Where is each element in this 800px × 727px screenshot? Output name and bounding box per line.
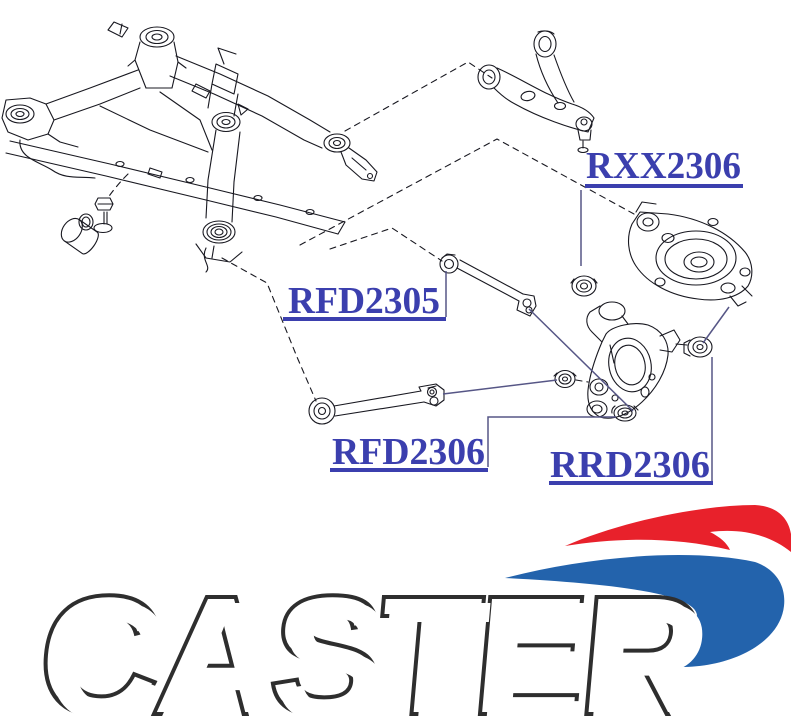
rear-subframe-drawing	[1, 21, 378, 273]
exploded-view-dashed-lines	[106, 61, 635, 402]
part-labels: RXX2306 RFD2305 RFD2306 RRD2306	[283, 145, 743, 486]
caster-logo: CASTER CASTER	[0, 500, 800, 727]
part-link-rfd2305[interactable]: RFD2305	[288, 280, 440, 322]
suspension-exploded-diagram: RXX2306 RFD2305 RFD2306 RRD2306	[1, 21, 753, 486]
label-leader-lines	[442, 190, 730, 481]
bolt-assembly-drawing	[60, 197, 114, 255]
part-link-rxx2306[interactable]: RXX2306	[586, 145, 741, 187]
logo-swoosh-blue	[505, 555, 785, 667]
bushing-bottom-drawing	[611, 404, 639, 422]
logo-wordmark: CASTER CASTER	[29, 500, 800, 727]
lateral-rod-lower-drawing	[308, 383, 445, 425]
logo-swoosh	[505, 505, 791, 667]
lower-control-arm-drawing	[627, 201, 753, 307]
logo-swoosh-red	[565, 505, 791, 552]
part-link-rrd2306[interactable]: RRD2306	[550, 444, 710, 486]
bushing-rrd2306-drawing	[683, 336, 713, 358]
knuckle-drawing	[586, 301, 688, 419]
logo-wordmark-fill: CASTER	[37, 567, 711, 727]
bushing-mid-drawing	[553, 369, 589, 389]
upper-control-arm-drawing	[477, 30, 595, 154]
part-link-rfd2306[interactable]: RFD2306	[332, 431, 485, 473]
bushing-rxx2306-drawing	[570, 275, 598, 297]
lateral-rod-upper-drawing	[439, 253, 537, 317]
